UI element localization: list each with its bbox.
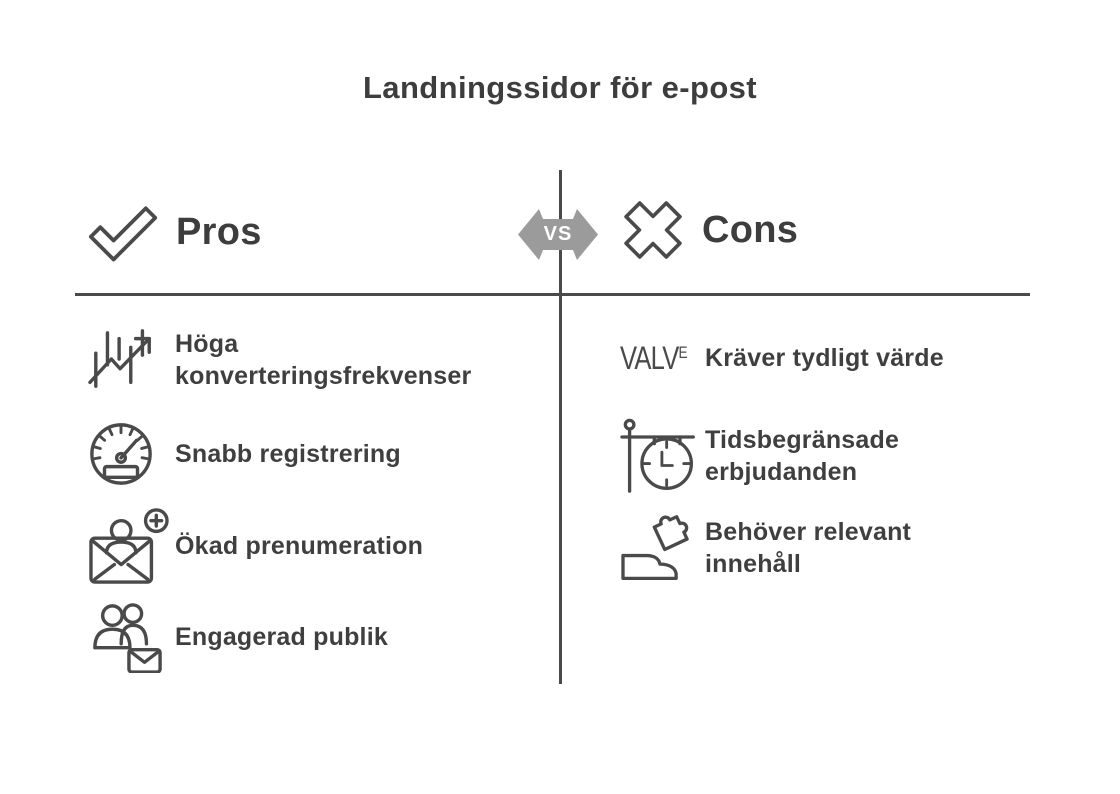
cons-header: Cons bbox=[620, 195, 798, 265]
item-line: Engagerad publik bbox=[175, 623, 388, 651]
item-line: erbjudanden bbox=[705, 458, 858, 486]
cons-item-time-limited: Tidsbegränsade erbjudanden bbox=[620, 416, 899, 496]
puzzle-hand-icon bbox=[620, 511, 705, 585]
pros-item-label: Engagerad publik bbox=[175, 621, 388, 653]
rising-chart-icon bbox=[88, 326, 175, 394]
subscribe-envelope-icon bbox=[88, 507, 175, 585]
audience-envelope-icon bbox=[88, 601, 175, 673]
page-title: Landningssidor för e-post bbox=[362, 70, 758, 105]
checkmark-icon bbox=[88, 201, 160, 263]
pros-item-label: Höga konverteringsfrekvenser bbox=[175, 328, 471, 392]
pros-item-conversion: Höga konverteringsfrekvenser bbox=[88, 318, 471, 402]
speedometer-icon bbox=[88, 421, 175, 487]
pros-item-audience: Engagerad publik bbox=[88, 600, 388, 674]
hanging-clock-icon bbox=[620, 418, 705, 494]
cons-item-label: Kräver tydligt värde bbox=[705, 342, 944, 374]
item-line: innehåll bbox=[705, 550, 802, 578]
item-line: Snabb registrering bbox=[175, 440, 401, 468]
pros-item-subscription: Ökad prenumeration bbox=[88, 506, 423, 586]
pros-item-registration: Snabb registrering bbox=[88, 418, 401, 490]
pros-header: Pros bbox=[88, 197, 262, 267]
item-line: Tidsbegränsade bbox=[705, 426, 900, 454]
cons-item-label: Tidsbegränsade erbjudanden bbox=[705, 424, 899, 488]
item-line: Ökad prenumeration bbox=[175, 532, 424, 560]
double-arrow-icon bbox=[518, 209, 598, 260]
valve-glyph-sup: E bbox=[678, 343, 688, 362]
pros-item-label: Snabb registrering bbox=[175, 438, 401, 470]
valve-glyph-main: VALV bbox=[620, 340, 679, 376]
item-line: Höga bbox=[175, 330, 239, 358]
vertical-divider bbox=[559, 170, 562, 684]
cons-item-relevant-content: Behöver relevant innehåll bbox=[620, 508, 911, 588]
cons-item-label: Behöver relevant innehåll bbox=[705, 516, 911, 580]
item-line: Behöver relevant bbox=[705, 518, 912, 546]
cons-heading: Cons bbox=[702, 208, 799, 251]
pros-item-label: Ökad prenumeration bbox=[175, 530, 423, 562]
item-line: Kräver tydligt värde bbox=[705, 344, 944, 372]
horizontal-divider bbox=[75, 293, 1030, 296]
pros-heading: Pros bbox=[176, 210, 262, 253]
item-line: konverteringsfrekvenser bbox=[175, 362, 472, 390]
vs-label: VS bbox=[543, 223, 573, 245]
vs-badge: VS bbox=[518, 206, 598, 263]
cross-icon bbox=[620, 197, 686, 263]
